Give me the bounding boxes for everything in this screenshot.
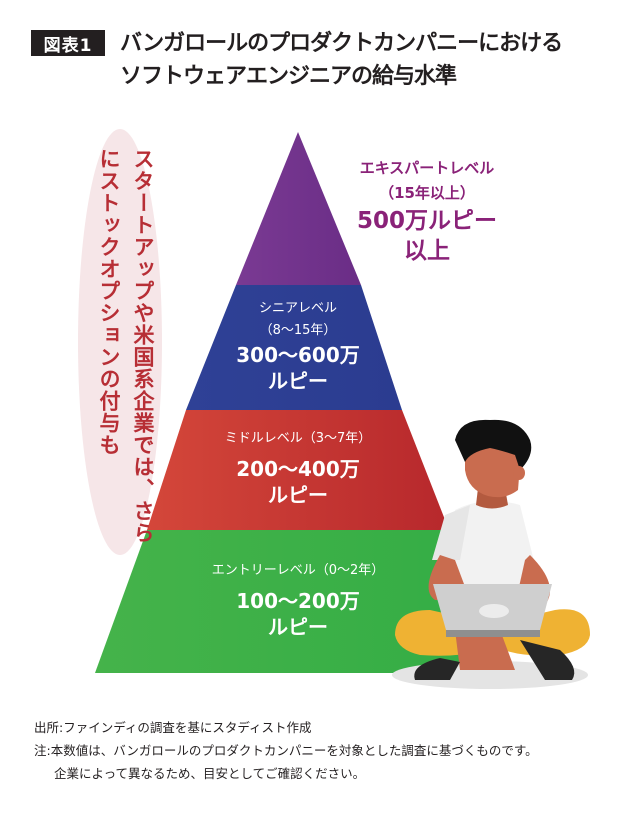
disclaimer-line-2: 企業によって異なるため、目安としてご確認ください。: [54, 766, 366, 781]
figure-number-badge: 図表1: [31, 30, 105, 56]
expert-level-name: エキスパートレベル: [359, 159, 495, 177]
middle-level-salary-unit: ルピー: [268, 483, 328, 507]
expert-level-salary-suffix: 以上: [404, 238, 450, 264]
tier-expert: [236, 132, 361, 285]
senior-level-label: シニアレベル （8〜15年） 300〜600万 ルピー: [208, 298, 388, 394]
callout-oval: [78, 129, 162, 555]
figure-title: バンガロールのプロダクトカンパニーにおける ソフトウェアエンジニアの給与水準: [120, 27, 563, 93]
figure-notes: 出所:ファインディの調査を基にスタディスト作成 注:本数値は、バンガロールのプロ…: [34, 716, 538, 785]
middle-level-label: ミドルレベル（3〜7年） 200〜400万 ルピー: [188, 428, 408, 508]
person-with-laptop-icon: [392, 419, 590, 689]
expert-level-years: （15年以上）: [379, 184, 475, 202]
middle-level-salary: 200〜400万: [236, 457, 360, 481]
senior-level-salary: 300〜600万: [236, 343, 360, 367]
senior-level-years: （8〜15年）: [259, 323, 337, 338]
senior-level-name: シニアレベル: [258, 301, 337, 316]
disclaimer-line-1: 注:本数値は、バンガロールのプロダクトカンパニーを対象とした調査に基づくものです…: [34, 743, 538, 758]
title-line-2: ソフトウェアエンジニアの給与水準: [120, 64, 457, 89]
title-line-1: バンガロールのプロダクトカンパニーにおける: [120, 31, 563, 56]
senior-level-salary-unit: ルピー: [268, 369, 328, 393]
entry-level-name: エントリーレベル（0〜2年）: [211, 563, 385, 578]
tier-middle: [147, 410, 449, 530]
entry-level-label: エントリーレベル（0〜2年） 100〜200万 ルピー: [178, 560, 418, 640]
callout-text: スタートアップや米国系企業では、さらにストックオプションの付与も: [97, 148, 155, 544]
entry-level-salary: 100〜200万: [236, 589, 360, 613]
tier-senior: [186, 285, 402, 410]
expert-level-label: エキスパートレベル （15年以上） 500万ルピー 以上: [342, 156, 512, 266]
expert-level-salary: 500万ルピー: [356, 208, 497, 234]
source-note: 出所:ファインディの調査を基にスタディスト作成: [34, 720, 312, 735]
entry-level-salary-unit: ルピー: [268, 615, 328, 639]
middle-level-name: ミドルレベル（3〜7年）: [224, 431, 372, 446]
